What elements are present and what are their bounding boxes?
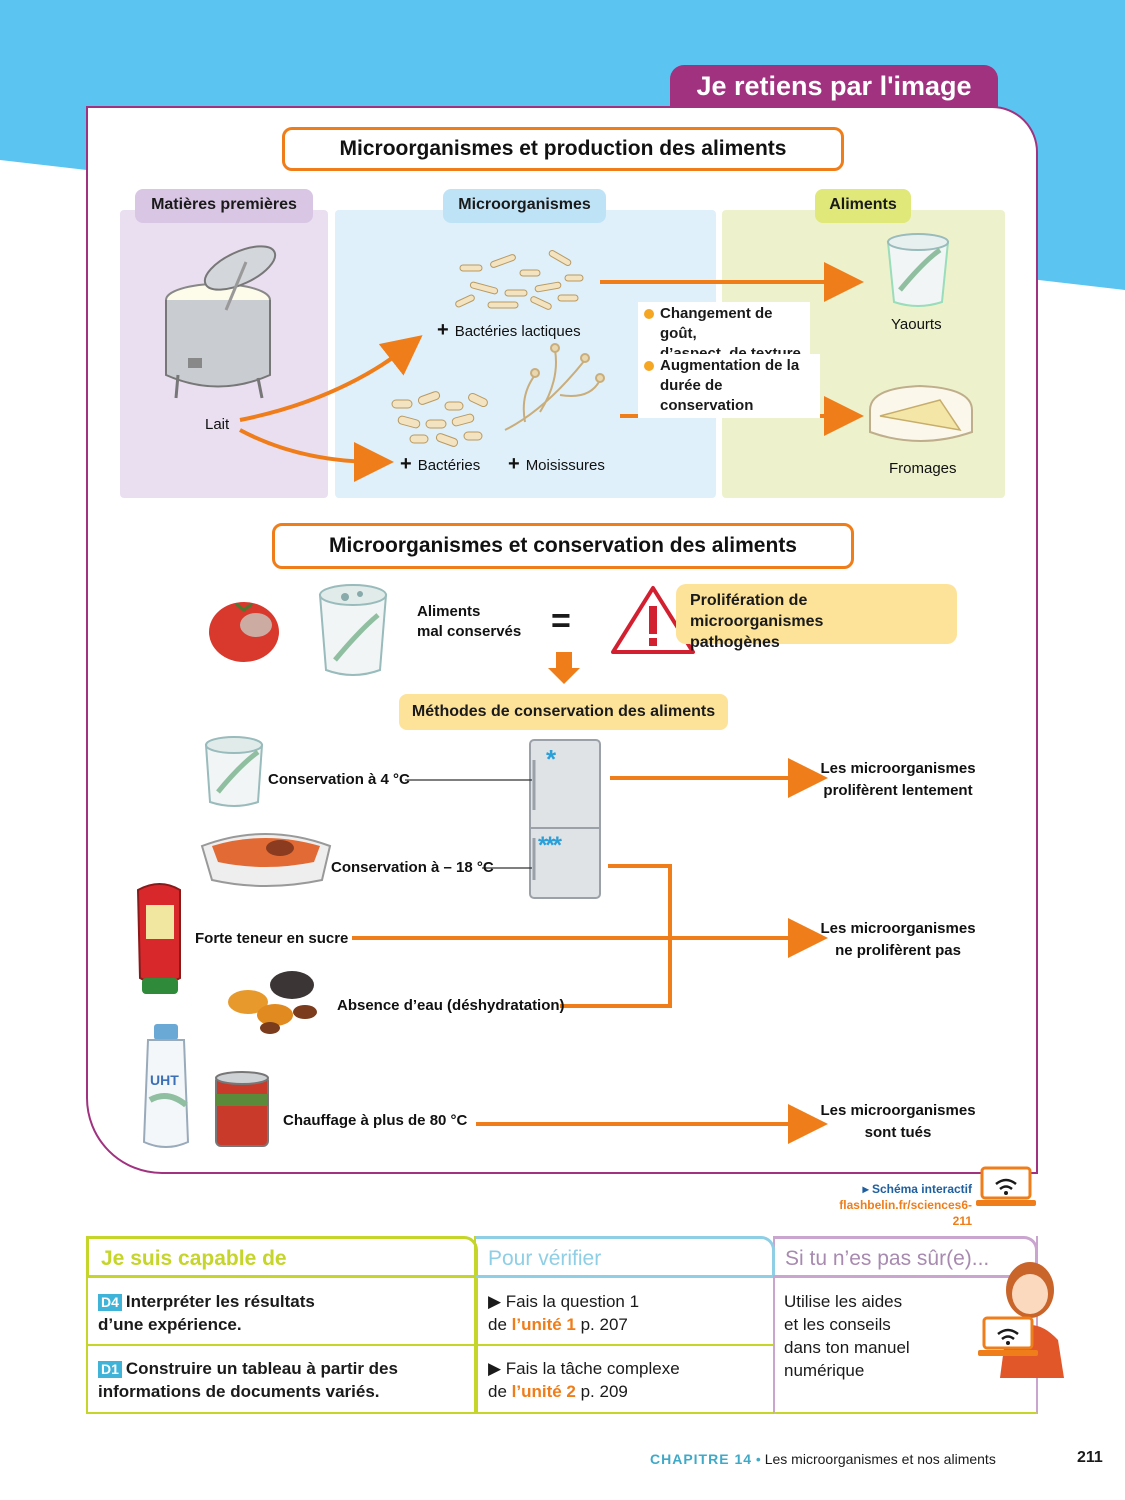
bacteria-label: +Bactéries	[400, 453, 481, 475]
down-arrow-icon	[548, 652, 580, 684]
fridge-illustration	[529, 739, 601, 899]
foods-header: Aliments	[815, 189, 911, 223]
check-row-1[interactable]: ▶ Fais la question 1 de l’unité 1 p. 207	[488, 1292, 640, 1334]
microorganisms-header: Microorganismes	[443, 189, 606, 223]
canned-tomatoes-illustration	[215, 1071, 269, 1147]
table-row-divider	[86, 1344, 773, 1346]
table-col-divider	[476, 1278, 478, 1414]
snowflake-bottom-icon: ***	[538, 832, 562, 859]
cheese-label: Fromages	[889, 460, 957, 477]
conservation-title: Microorganismes et conservation des alim…	[272, 523, 854, 569]
uht-label: UHT	[150, 1072, 179, 1088]
mold-illustration	[504, 343, 605, 431]
table-col-check	[476, 1236, 773, 1414]
chapter-footer: CHAPITRE 14 • Les microorganismes et nos…	[650, 1451, 996, 1467]
dried-fruits-illustration	[228, 971, 317, 1034]
yogurt-small-illustration	[204, 736, 264, 807]
section-banner: Je retiens par l'image	[670, 65, 998, 109]
table-header-check: Pour vérifier	[476, 1236, 775, 1278]
d4-badge: D4	[98, 1294, 122, 1311]
lactic-bacteria-label: +Bactéries lactiques	[437, 319, 581, 341]
method-4c: Conservation à 4 °C	[268, 771, 410, 788]
ketchup-bottle-illustration	[136, 883, 181, 994]
yogurt-illustration	[886, 233, 950, 307]
d1-badge: D1	[98, 1361, 122, 1378]
milk-bottle-illustration	[142, 1024, 190, 1148]
lactic-bacteria-illustration	[455, 250, 584, 310]
methods-header: Méthodes de conservation des aliments	[399, 694, 728, 730]
bacteria-illustration	[391, 391, 488, 447]
milk-vat-illustration	[165, 245, 277, 399]
interactive-schema-link[interactable]: ▸ Schéma interactif flashbelin.fr/scienc…	[839, 1182, 972, 1228]
molds-label: +Moisissures	[508, 453, 605, 475]
page-number: 211	[1077, 1449, 1103, 1466]
table-header-skills: Je suis capable de	[86, 1236, 478, 1278]
warning-triangle-icon	[611, 586, 695, 654]
frozen-meal-illustration	[200, 833, 332, 887]
table-col-help	[773, 1236, 1038, 1414]
production-title: Microorganismes et production des alimen…	[282, 127, 844, 171]
cheese-illustration	[869, 384, 973, 442]
check-row-2[interactable]: ▶ Fais la tâche complexe de l’unité 2 p.…	[488, 1359, 680, 1401]
method-minus18c: Conservation à – 18 °C	[331, 859, 494, 876]
method-heating: Chauffage à plus de 80 °C	[283, 1112, 468, 1129]
method-sugar: Forte teneur en sucre	[195, 930, 349, 947]
milk-label: Lait	[205, 416, 230, 433]
method-dehydration: Absence d’eau (déshydratation)	[337, 997, 565, 1014]
laptop-help-icon	[978, 1316, 1038, 1356]
moldy-yogurt-illustration	[318, 584, 388, 676]
table-col-skills	[86, 1236, 476, 1414]
snowflake-top-icon: *	[546, 744, 557, 774]
raw-materials-header: Matières premières	[135, 189, 313, 223]
laptop-wifi-icon	[976, 1166, 1036, 1206]
yogurt-label: Yaourts	[891, 316, 942, 333]
table-header-help: Si tu n’es pas sûr(e)...	[773, 1236, 1038, 1278]
equals-sign: =	[551, 602, 571, 640]
rotten-tomato-illustration	[209, 602, 279, 662]
help-text: Utilise les aides et les conseils dans t…	[784, 1292, 910, 1380]
